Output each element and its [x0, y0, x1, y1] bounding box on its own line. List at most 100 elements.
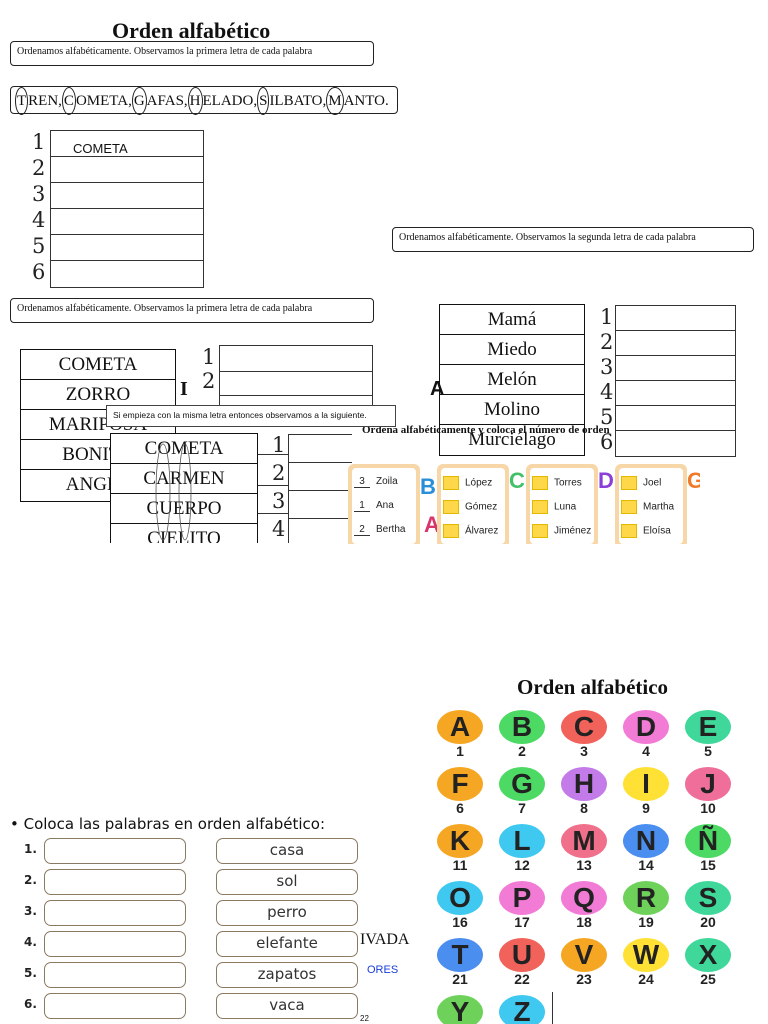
- answer-field[interactable]: [44, 900, 186, 926]
- ordena-title: Ordena alfabéticamente y coloca el númer…: [362, 424, 610, 436]
- card-name: Zoila: [376, 476, 398, 487]
- letter-circle: J: [685, 767, 731, 801]
- letter-number: 13: [576, 857, 592, 873]
- word-rest: OMETA,: [75, 93, 132, 109]
- order-number: 1: [272, 433, 286, 457]
- letter-number: 3: [580, 743, 588, 759]
- letter-circle: I: [623, 767, 669, 801]
- letter-circle: P: [499, 881, 545, 915]
- letter-number: 5: [704, 743, 712, 759]
- card-name: Gómez: [465, 501, 498, 513]
- answer-grid-1: COMETA: [50, 130, 204, 288]
- letter-number: 22: [514, 971, 530, 987]
- word-pill: zapatos: [216, 962, 358, 988]
- circled-letter: G: [131, 87, 147, 115]
- deco-letter: C: [509, 468, 525, 493]
- answer-field[interactable]: [44, 869, 186, 895]
- note-text: Si empieza con la misma letra entonces o…: [113, 410, 367, 420]
- letter-circle: Ñ: [685, 824, 731, 858]
- word-pill: elefante: [216, 931, 358, 957]
- partial-letter-i: I: [180, 378, 188, 400]
- letter-number: 11: [452, 857, 468, 873]
- word-pill: casa: [216, 838, 358, 864]
- answer-field[interactable]: [44, 838, 186, 864]
- row-number: 4.: [24, 935, 37, 949]
- order-number: 4: [272, 517, 286, 541]
- card-checkbox: [443, 524, 459, 538]
- word-cell: CUERPO: [111, 494, 257, 524]
- card-row: López: [443, 476, 492, 490]
- divider-line: [552, 992, 553, 1024]
- letter-number: 25: [700, 971, 716, 987]
- card-checkbox: [621, 476, 637, 490]
- letter-circle: T: [437, 938, 483, 972]
- letter-circle: B: [499, 710, 545, 744]
- letter-circle: Z: [499, 995, 545, 1024]
- letter-circle: X: [685, 938, 731, 972]
- row-number: 1.: [24, 842, 37, 856]
- word-rest: ELADO,: [202, 93, 258, 109]
- order-number: 2: [272, 461, 286, 485]
- order-number: 4: [32, 208, 46, 232]
- card-row: Joel: [621, 476, 661, 490]
- card-number: 2: [354, 524, 370, 536]
- letter-number: 19: [638, 914, 654, 930]
- letter-number: 24: [638, 971, 654, 987]
- order-number: 1: [600, 305, 614, 329]
- letter-circle: Q: [561, 881, 607, 915]
- card-row: 3 Zoila: [354, 476, 398, 488]
- letter-circle: G: [499, 767, 545, 801]
- order-number: 2: [202, 369, 216, 393]
- side-text-22: 22: [360, 1014, 369, 1023]
- order-number: 6: [600, 430, 614, 454]
- letter-number: 8: [580, 800, 588, 816]
- letter-number: 7: [518, 800, 526, 816]
- card-number: 3: [354, 476, 370, 488]
- letter-circle: M: [561, 824, 607, 858]
- word-rest: AFAS,: [146, 93, 188, 109]
- card-name: Eloísa: [643, 525, 671, 537]
- letter-circle: E: [685, 710, 731, 744]
- word-rest: ANTO.: [343, 93, 389, 109]
- answer-field[interactable]: [44, 993, 186, 1019]
- order-number: 1: [202, 345, 216, 369]
- instruction-second-letter: Ordenamos alfabéticamente. Observamos la…: [392, 227, 754, 252]
- letter-circle: N: [623, 824, 669, 858]
- word-cell: ZORRO: [21, 380, 175, 410]
- card-row: Álvarez: [443, 524, 498, 538]
- answer-grid-m: [615, 305, 736, 457]
- order-number: 4: [600, 380, 614, 404]
- word-cell: Murciélago: [468, 429, 556, 450]
- letter-circle: A: [437, 710, 483, 744]
- row-number: 2.: [24, 873, 37, 887]
- answer-grid-3-clip: [288, 434, 352, 543]
- word-pill: perro: [216, 900, 358, 926]
- card-row: Luna: [532, 500, 576, 514]
- letter-number: 6: [456, 800, 464, 816]
- deco-letter: D: [598, 468, 614, 493]
- row-number: 6.: [24, 997, 37, 1011]
- letter-circle: V: [561, 938, 607, 972]
- word-pill: vaca: [216, 993, 358, 1019]
- order-number: 3: [272, 489, 286, 513]
- letter-number: 15: [700, 857, 716, 873]
- deco-letter: G: [687, 468, 700, 493]
- answer-field[interactable]: [44, 931, 186, 957]
- answer-field[interactable]: [44, 962, 186, 988]
- order-number: 5: [32, 234, 46, 258]
- order-number: 3: [32, 182, 46, 206]
- card-row: Jiménez: [532, 524, 591, 538]
- card-checkbox: [443, 500, 459, 514]
- letter-number: 21: [452, 971, 468, 987]
- letter-number: 16: [452, 914, 468, 930]
- letter-circle: D: [623, 710, 669, 744]
